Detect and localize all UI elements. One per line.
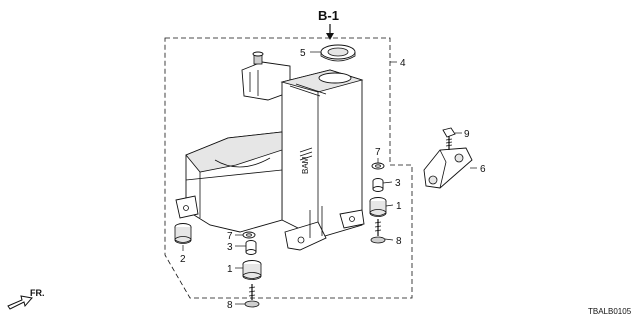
grommet-part-5 — [320, 44, 356, 62]
part-label-7a: 7 — [375, 147, 381, 158]
front-direction-label: FR. — [30, 288, 45, 298]
part-label-1a: 1 — [396, 201, 402, 212]
reference-label: B-1 — [318, 8, 339, 23]
box-stamp-text: BAM — [301, 156, 310, 174]
diagram-code: TBALB0105 — [588, 307, 632, 316]
bolt-part-8a — [370, 219, 386, 244]
part-label-1b: 1 — [227, 264, 233, 275]
mount-part-2 — [174, 223, 192, 244]
part-label-6: 6 — [480, 164, 486, 175]
box-logo-mark: BAM — [299, 147, 313, 174]
washer-part-7a — [371, 162, 385, 170]
bolt-part-8b — [244, 284, 260, 308]
collar-part-3b — [245, 240, 257, 255]
bracket-part-6 — [423, 147, 473, 189]
front-direction-arrow-icon — [7, 295, 33, 310]
part-label-8b: 8 — [227, 300, 233, 311]
reference-arrowhead-icon — [326, 33, 334, 40]
part-label-7b: 7 — [227, 231, 233, 242]
leader-part-1a — [385, 204, 394, 207]
part-label-3b: 3 — [227, 242, 233, 253]
mount-rubber-part-1b — [242, 260, 262, 280]
leader-part-3a — [382, 181, 393, 184]
leader-part-8a — [384, 238, 394, 241]
part-label-3a: 3 — [395, 178, 401, 189]
part-label-9: 9 — [464, 129, 470, 140]
collar-part-3a — [372, 178, 384, 192]
washer-part-7b — [242, 231, 256, 239]
bolt-part-9 — [442, 127, 456, 150]
battery-box-body — [175, 51, 365, 251]
part-label-8a: 8 — [396, 236, 402, 247]
assembly-boundary-outline — [164, 37, 413, 299]
part-label-2: 2 — [180, 254, 186, 265]
mount-rubber-part-1a — [369, 197, 387, 217]
part-label-5: 5 — [300, 48, 306, 59]
part-label-4: 4 — [400, 58, 406, 69]
